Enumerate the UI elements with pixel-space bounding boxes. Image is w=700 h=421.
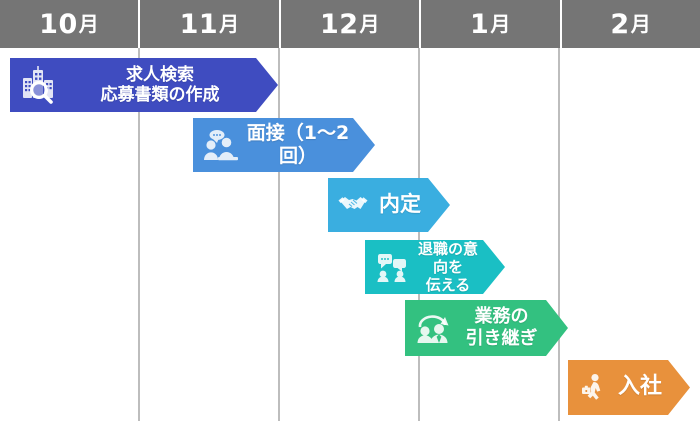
month-unit: 月 (78, 12, 100, 36)
task-bar-job-search[interactable]: 求人検索 応募書類の作成 (10, 58, 278, 112)
month-unit: 月 (359, 12, 381, 36)
task-bar-label: 面接（1〜2回） (246, 122, 350, 167)
month-number: 1 (470, 8, 490, 40)
task-bar-shape (10, 58, 278, 112)
task-bar-label: 入社 (617, 374, 662, 400)
task-bar-job-offer[interactable]: 内定 (328, 178, 450, 232)
grid-divider-1 (138, 48, 140, 421)
interview-people-icon (203, 129, 239, 161)
handshake-icon (338, 192, 368, 218)
month-unit: 月 (630, 12, 652, 36)
conversation-icon (375, 252, 409, 282)
task-bar-resignation-notice[interactable]: 退職の意向を 伝える (365, 240, 505, 294)
month-number: 11 (179, 8, 219, 40)
month-unit: 月 (490, 12, 511, 36)
month-unit: 月 (219, 12, 240, 36)
walking-worker-icon (578, 373, 608, 403)
month-number: 10 (39, 8, 78, 40)
task-bar-label: 退職の意向を 伝える (417, 240, 478, 294)
task-bar-shape (405, 300, 568, 356)
building-search-icon (20, 66, 60, 104)
task-bar-joining-company[interactable]: 入社 (568, 360, 690, 415)
month-number: 12 (319, 8, 359, 40)
task-bar-label: 内定 (379, 192, 421, 217)
grid-divider-2 (278, 48, 280, 421)
task-bar-label: 求人検索 応募書類の作成 (100, 64, 220, 105)
task-bar-handover[interactable]: 業務の 引き継ぎ (405, 300, 568, 356)
grid-divider-3 (418, 48, 420, 421)
month-number: 2 (610, 8, 630, 40)
task-bar-shape (365, 240, 505, 294)
grid-divider-4 (558, 48, 560, 421)
task-bar-label: 業務の 引き継ぎ (465, 306, 538, 349)
task-bar-interview[interactable]: 面接（1〜2回） (193, 118, 375, 172)
timeline-grid-body: 求人検索 応募書類の作成 (0, 48, 700, 421)
handover-icon (415, 312, 453, 344)
